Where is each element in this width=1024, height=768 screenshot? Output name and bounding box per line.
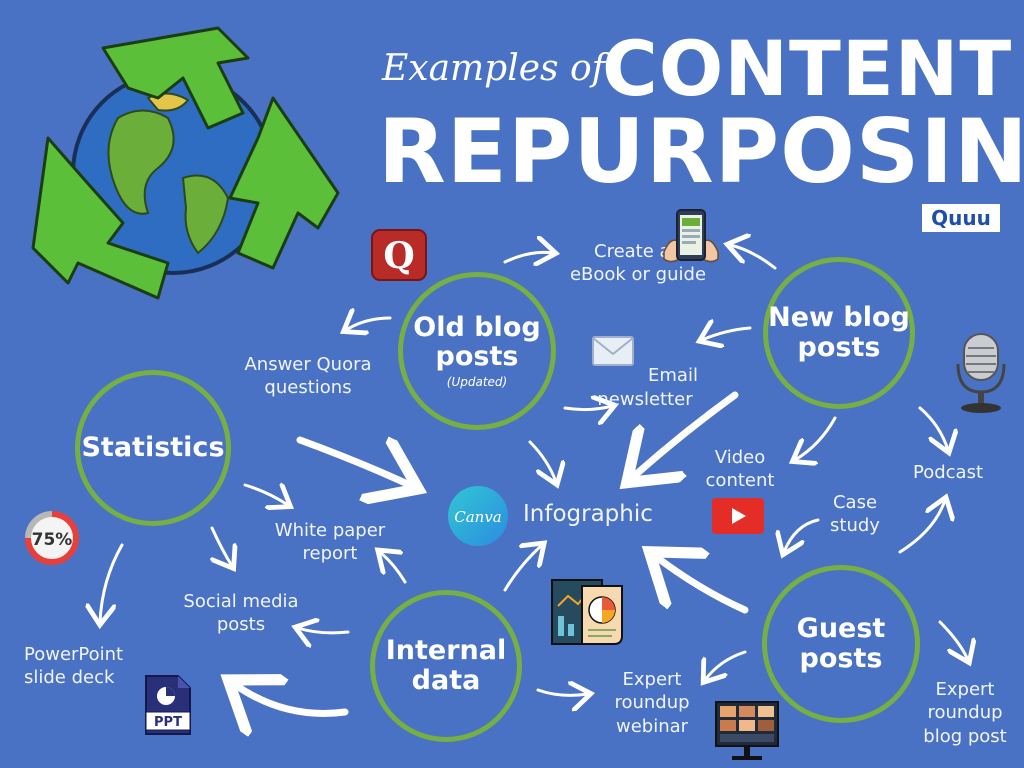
label-email-text: Email newsletter: [597, 365, 698, 410]
hub-old-blog-posts: Old blog posts (Updated): [398, 272, 556, 430]
hub-internal-data: Internal data: [370, 590, 522, 742]
arrow-guest-to-casestudy: [784, 518, 820, 552]
arrow-guest-to-webinar: [705, 650, 747, 680]
arrow-guest-to-podcast: [898, 500, 945, 554]
ppt-label: PPT: [154, 715, 182, 730]
arrow-old-to-quora: [346, 318, 392, 330]
arrow-new-to-ebook: [730, 245, 777, 270]
label-ebook: Create an eBook or guide: [569, 241, 707, 286]
ebook-phone-icon: [663, 209, 719, 263]
hub-statistics: Statistics: [75, 370, 231, 526]
hub-new-blog-posts: New blog posts: [763, 257, 915, 409]
label-powerpoint: PowerPoint slide deck: [24, 644, 124, 689]
hub-new-blog-label: New blog posts: [768, 302, 910, 363]
label-video: Video content: [705, 447, 775, 492]
ppt-file-icon: PPT: [145, 675, 191, 735]
hub-old-blog-sub: (Updated): [446, 375, 508, 390]
canva-icon: Canva: [448, 486, 508, 546]
label-roundup-post: Expert roundup blog post: [923, 679, 1007, 747]
quora-icon: Q: [371, 229, 427, 281]
youtube-icon: [712, 498, 764, 534]
report-icon: [551, 579, 623, 645]
hub-guest-posts: Guest posts: [762, 565, 920, 723]
arrow-guest-big-to-infographic: [655, 556, 749, 614]
quora-letter: Q: [383, 235, 414, 277]
hub-guest-posts-label: Guest posts: [796, 613, 886, 674]
arrow-new-big-to-infographic: [632, 391, 739, 478]
title-repurposing: REPURPOSING: [378, 100, 1024, 203]
envelope-icon: [592, 336, 634, 366]
arrow-new-to-video: [795, 416, 837, 460]
label-email: Email newsletter: [585, 341, 705, 411]
hub-old-blog-label: Old blog posts: [413, 311, 541, 373]
percent-chart-icon: 75%: [25, 511, 79, 565]
canva-wordmark: Canva: [454, 508, 502, 526]
webinar-screen-icon: [715, 701, 779, 760]
label-infographic: Infographic: [523, 501, 653, 527]
arrow-internal-to-infographic: [503, 545, 542, 592]
arrow-old-big-to-infographic: [296, 436, 412, 486]
recycle-globe-icon: [31, 26, 340, 300]
label-quora: Answer Quora questions: [244, 354, 372, 399]
microphone-icon: [956, 333, 1006, 413]
arrow-new-to-podcast: [918, 406, 948, 450]
arrow-internal-to-whitepaper: [380, 552, 407, 584]
hub-statistics-label: Statistics: [81, 432, 225, 464]
brand-logo: Quuu: [922, 204, 1000, 232]
arrow-stats-to-whitepaper: [243, 485, 288, 505]
label-case-study: Case study: [830, 492, 880, 537]
arrow-stats-to-social: [212, 526, 232, 566]
arrow-stats-to-ppt: [100, 543, 124, 622]
arrow-new-to-email: [702, 328, 752, 340]
arrow-old-to-infographic: [528, 440, 556, 482]
label-social: Social media posts: [183, 591, 299, 636]
arrow-old-to-ebook: [503, 252, 553, 262]
percent-value: 75%: [32, 530, 73, 550]
title-content: CONTENT: [602, 24, 1013, 113]
arrow-old-to-email: [563, 406, 612, 410]
hub-internal-data-label: Internal data: [385, 635, 507, 696]
label-webinar: Expert roundup webinar: [614, 669, 690, 737]
title-script: Examples of: [382, 48, 605, 89]
arrow-internal-to-webinar: [536, 690, 588, 695]
arrow-guest-to-roundup: [938, 620, 968, 660]
label-white-paper: White paper report: [274, 520, 386, 565]
arrow-internal-big-to-ppt: [234, 684, 349, 713]
label-podcast: Podcast: [912, 462, 983, 483]
arrow-internal-to-social: [298, 628, 350, 633]
